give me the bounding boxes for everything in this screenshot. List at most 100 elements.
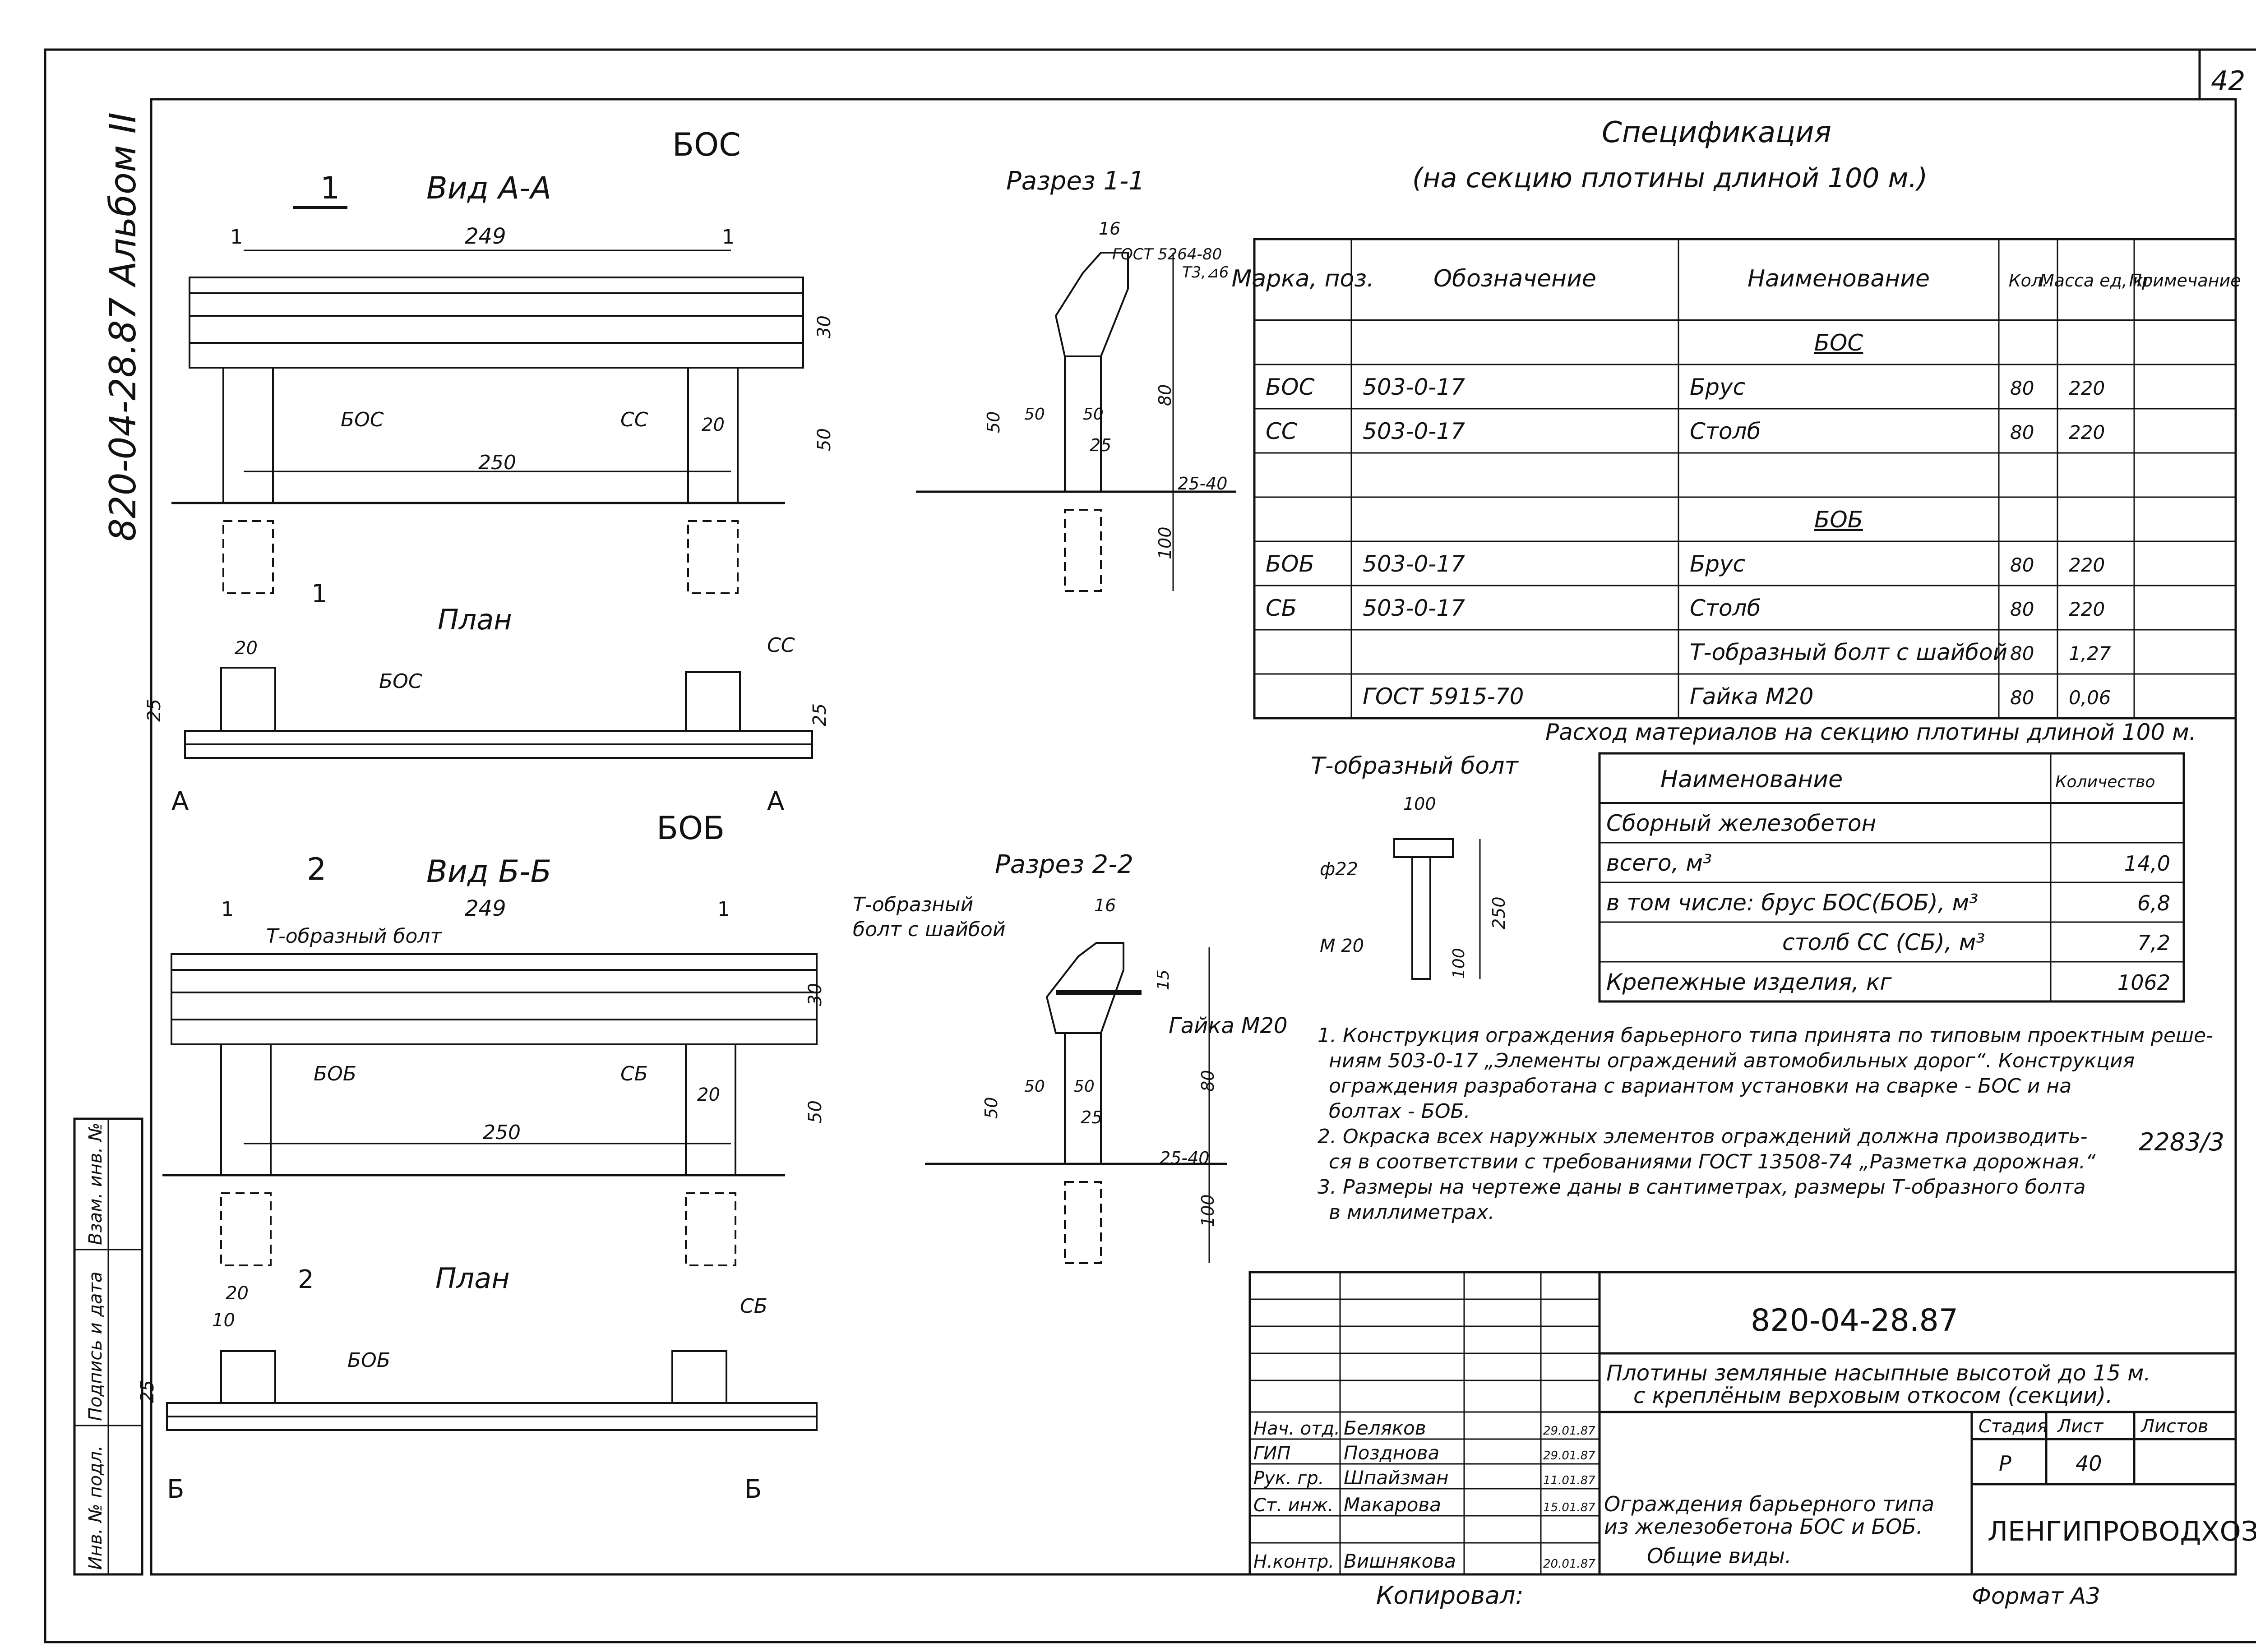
svg-text:Т3,⊿6: Т3,⊿6 (1182, 263, 1229, 281)
spec-cell: Столб (1690, 418, 1761, 444)
materials-header-name: Наименование (1660, 766, 1843, 793)
svg-text:Формат А3: Формат А3 (1972, 1583, 2100, 1609)
spec-cell: 0,06 (2069, 687, 2111, 709)
svg-text:БОС: БОС (341, 408, 384, 431)
stamp-replace: Взам. инв. № (85, 1122, 106, 1245)
spec-cell: ГОСТ 5915-70 (1363, 683, 1524, 710)
svg-text:ф22: ф22 (1320, 859, 1358, 880)
approver-name: Вишнякова (1344, 1550, 1456, 1572)
spec-subtitle: (на секцию плотины длиной 100 м.) (1412, 162, 1928, 194)
approver-role: Ст. инж. (1253, 1495, 1334, 1516)
svg-text:16: 16 (1094, 895, 1116, 915)
approver-name: Макарова (1344, 1494, 1441, 1516)
svg-text:ГОСТ 5264-80: ГОСТ 5264-80 (1112, 245, 1222, 263)
svg-text:Т-образный: Т-образный (853, 893, 973, 916)
bob-view-title: Вид Б-Б (426, 854, 551, 890)
tbolt-detail: Т-образный болт 100 ф22 М 20 250 100 (1311, 752, 1519, 980)
spec-cell: 1,27 (2069, 642, 2111, 664)
materials-title: Расход материалов на секцию плотины длин… (1545, 719, 2196, 745)
section-mark-2: 2 (307, 852, 326, 887)
spec-cell: 80 (2010, 554, 2034, 576)
svg-text:20: 20 (235, 638, 258, 659)
svg-text:40: 40 (2076, 1451, 2102, 1476)
materials-name: Крепежные изделия, кг (1606, 969, 1892, 995)
stamp-sign: Подпись и дата (85, 1272, 106, 1421)
svg-text:Т-образный болт: Т-образный болт (266, 925, 442, 948)
spec-frame (1253, 238, 2237, 720)
svg-text:Лист: Лист (2057, 1416, 2104, 1437)
spec-cell: БОБ (1814, 507, 1863, 533)
spec-cell: Брус (1690, 551, 1745, 577)
svg-text:Гайка М20: Гайка М20 (1169, 1013, 1288, 1038)
section-1-1-title: Разрез 1-1 (1006, 166, 1145, 196)
approver-date: 29.01.87 (1543, 1449, 1595, 1463)
boc-title: БОС (672, 126, 741, 163)
svg-text:БОБ: БОБ (347, 1349, 390, 1372)
svg-text:20: 20 (702, 415, 725, 435)
svg-text:16: 16 (1099, 219, 1120, 239)
svg-text:50: 50 (1024, 1077, 1045, 1096)
svg-text:СС: СС (767, 634, 795, 657)
svg-text:30: 30 (814, 315, 835, 338)
svg-text:1: 1 (230, 226, 243, 249)
section-1-1: Разрез 1-1 16 ГОСТ 5264-80 Т3,⊿6 50 80 1… (916, 166, 1236, 592)
spec-cell: СБ (1266, 595, 1297, 621)
note-line: 2. Окраска всех наружных элементов ограж… (1318, 1125, 2087, 1148)
spec-cell: 80 (2010, 642, 2034, 664)
svg-text:100: 100 (1155, 526, 1175, 559)
svg-text:100: 100 (1403, 794, 1436, 814)
svg-text:М 20: М 20 (1320, 936, 1364, 956)
bob-plan: План 20 10 БОБ СБ 25 Б Б (137, 1262, 818, 1504)
approver-date: 20.01.87 (1543, 1557, 1595, 1571)
svg-text:25: 25 (144, 699, 165, 722)
approver-role: Нач. отд. (1253, 1418, 1340, 1439)
materials-name: в том числе: брус БОС(БОБ), м³ (1606, 890, 1978, 916)
bob-plan-title: План (435, 1262, 510, 1295)
svg-text:25-40: 25-40 (1160, 1148, 1209, 1168)
boc-view-title: Вид А-А (426, 171, 551, 206)
spec-cell: 80 (2010, 687, 2034, 709)
approver-date: 15.01.87 (1543, 1501, 1595, 1514)
side-label: 820-04-28.87 Альбом II (102, 112, 144, 541)
svg-text:Листов: Листов (2140, 1416, 2208, 1437)
svg-text:1: 1 (722, 226, 735, 249)
sheet-frame (44, 48, 2256, 1643)
left-stamp: Инв. № подл. Подпись и дата Взам. инв. № (73, 1117, 143, 1576)
svg-text:из железобетона БОС и БОБ.: из железобетона БОС и БОБ. (1604, 1514, 1923, 1539)
svg-text:10: 10 (212, 1310, 235, 1331)
stamp-inv: Инв. № подл. (85, 1445, 106, 1570)
svg-text:Плотины земляные насыпные высо: Плотины земляные насыпные высотой до 15 … (1606, 1361, 2151, 1386)
spec-header-1: Обозначение (1433, 265, 1596, 292)
approver-name: Шпайзман (1344, 1467, 1449, 1489)
spec-cell: СС (1266, 418, 1297, 444)
svg-text:249: 249 (465, 896, 506, 921)
materials-qty: 6,8 (2137, 891, 2170, 915)
svg-text:100: 100 (1198, 1194, 1218, 1227)
spec-cell: 80 (2010, 421, 2034, 443)
note-line: 3. Размеры на чертеже даны в сантиметрах… (1318, 1176, 2085, 1199)
note-line: болтах - БОБ. (1329, 1100, 1470, 1123)
svg-text:СС: СС (620, 408, 648, 431)
svg-text:25: 25 (1090, 435, 1111, 455)
svg-text:Копировал:: Копировал: (1376, 1581, 1524, 1610)
bob-title: БОБ (656, 810, 725, 847)
svg-text:30: 30 (805, 983, 826, 1006)
svg-text:50: 50 (984, 411, 1003, 433)
spec-cell: 220 (2069, 377, 2105, 399)
note-line: ниям 503-0-17 „Элементы ограждений автом… (1329, 1049, 2135, 1072)
spec-cell: Т-образный болт с шайбой (1690, 639, 2007, 665)
approver-date: 29.01.87 (1543, 1424, 1595, 1438)
boc-elevation: БОС Вид А-А 1 249 1 1 БОС СС 20 250 30 5… (171, 126, 835, 609)
svg-text:с креплёным верховым откосом (: с креплёным верховым откосом (секции). (1633, 1383, 2113, 1408)
specification: Спецификация (на секцию плотины длиной 1… (1231, 116, 2241, 720)
note-line: в миллиметрах. (1329, 1201, 1494, 1224)
materials-name: столб СС (СБ), м³ (1782, 929, 1985, 955)
title-block: 820-04-28.87 Плотины земляные насыпные в… (1248, 1271, 2256, 1610)
spec-header-5: Примечание (2129, 271, 2241, 291)
svg-text:50: 50 (1074, 1077, 1095, 1096)
svg-text:Общие виды.: Общие виды. (1647, 1544, 1791, 1568)
